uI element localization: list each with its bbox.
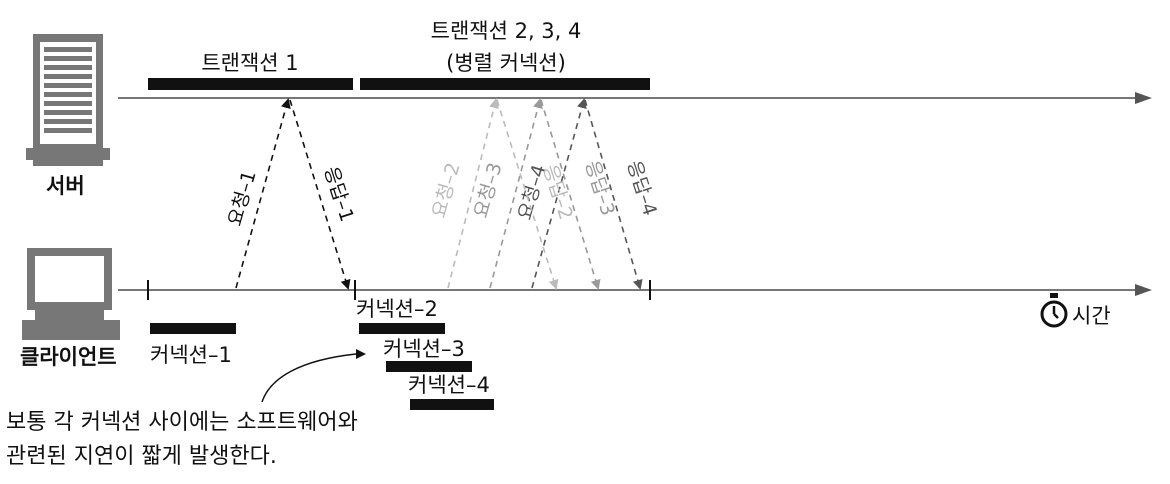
response-3-label: 응답–3: [581, 158, 619, 219]
server-icon: [26, 34, 110, 166]
note-line-2: 관련된 지연이 짧게 발생한다.: [6, 444, 277, 469]
connection-1-label: 커넥션–1: [150, 343, 232, 367]
note-pointer-arrow: [261, 353, 357, 403]
connection-1-bar: [150, 323, 236, 334]
client-icon: [22, 248, 120, 340]
client-timeline-arrowhead: [1135, 284, 1152, 296]
response-1-label: 응답–1: [320, 164, 358, 225]
transaction1-bar: [148, 78, 353, 90]
stopwatch-icon: [1040, 293, 1068, 328]
note-pointer-arrowhead: [356, 349, 366, 359]
transaction-parallel-subtitle: (병렬 커넥션): [446, 51, 566, 75]
response-4-label: 응답–4: [623, 158, 661, 219]
transaction-parallel-title: 트랜잭션 2, 3, 4: [431, 19, 582, 43]
client-label: 클라이언트: [20, 345, 117, 369]
note-line-1: 보통 각 커넥션 사이에는 소프트웨어와: [6, 410, 358, 435]
server-timeline-arrowhead: [1135, 92, 1152, 104]
connection-2-bar: [359, 323, 445, 334]
time-label: 시간: [1072, 304, 1111, 328]
request-3-label: 요청–3: [470, 160, 507, 220]
request-2-label: 요청–2: [428, 160, 465, 220]
server-label: 서버: [46, 174, 85, 198]
connection-2-label: 커넥션–2: [356, 297, 438, 321]
connection-4-bar: [410, 399, 494, 410]
response-2-label: 응답–2: [539, 162, 577, 223]
transaction-parallel-bar: [360, 78, 650, 90]
connection-3-bar: [386, 361, 472, 372]
connection-4-label: 커넥션–4: [408, 373, 490, 397]
connection-delay-note: 보통 각 커넥션 사이에는 소프트웨어와 관련된 지연이 짧게 발생한다.: [6, 406, 358, 474]
transaction1-label: 트랜잭션 1: [201, 51, 298, 75]
connection-3-label: 커넥션–3: [383, 337, 465, 361]
